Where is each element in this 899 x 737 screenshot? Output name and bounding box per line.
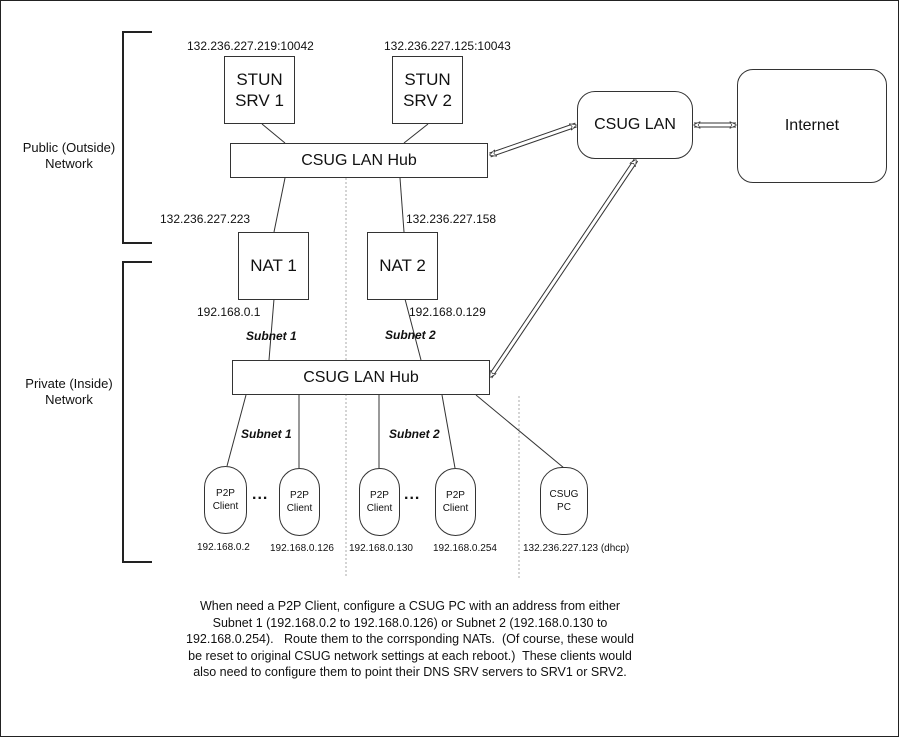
public-lan-hub: CSUG LAN Hub <box>230 143 488 178</box>
nat2-subnet-label: Subnet 2 <box>385 328 436 342</box>
client-ip: 192.168.0.126 <box>270 543 334 554</box>
private-network-label: Private (Inside) Network <box>14 376 124 408</box>
client-subnet2-label: Subnet 2 <box>389 427 440 441</box>
client-line1: P2P <box>370 490 389 501</box>
client-line2: Client <box>366 503 393 514</box>
internet-node: Internet <box>737 69 887 183</box>
stun2-line2: SRV 2 <box>403 91 452 110</box>
client-ip: 192.168.0.130 <box>349 543 413 554</box>
public-bracket <box>122 31 152 244</box>
link-hub-nat2 <box>399 177 405 233</box>
stun1-address: 132.236.227.219:10042 <box>187 39 314 53</box>
note-line: be reset to original CSUG network settin… <box>188 648 632 663</box>
note-line: 192.168.0.254). Route them to the corrsp… <box>186 632 634 646</box>
public-label-line1: Public (Outside) <box>22 140 116 155</box>
nat1-private-ip: 192.168.0.1 <box>197 305 261 319</box>
public-network-label: Public (Outside) Network <box>14 140 124 172</box>
link-hub-client4 <box>441 394 456 469</box>
csug-pc: CSUG PC <box>540 467 588 535</box>
ellipsis: ... <box>404 486 421 503</box>
client-ip: 192.168.0.254 <box>433 543 497 554</box>
p2p-client: P2P Client <box>279 468 320 536</box>
double-arrow-privatehub-csuglan <box>487 158 639 379</box>
stun2-address: 132.236.227.125:10043 <box>384 39 511 53</box>
link-nat2-hub <box>404 298 422 361</box>
client-line2: Client <box>286 503 313 514</box>
stun-server-2: STUN SRV 2 <box>392 56 463 124</box>
client-line1: P2P <box>446 490 465 501</box>
nat2-private-ip: 192.168.0.129 <box>409 305 486 319</box>
link-stun1-hub <box>261 123 286 144</box>
p2p-client: P2P Client <box>204 466 247 534</box>
note-line: When need a P2P Client, configure a CSUG… <box>199 599 621 613</box>
stun-server-1: STUN SRV 1 <box>224 56 295 124</box>
csug-pc-line2: PC <box>557 502 571 513</box>
nat-2: NAT 2 <box>367 232 438 300</box>
link-stun2-hub <box>403 123 429 144</box>
link-hub-nat1 <box>273 177 286 233</box>
nat-1: NAT 1 <box>238 232 309 300</box>
csug-lan-node: CSUG LAN <box>577 91 693 159</box>
private-label-line1: Private (Inside) <box>25 376 113 391</box>
client-ip: 192.168.0.2 <box>197 542 250 553</box>
csug-pc-ip: 132.236.227.123 (dhcp) <box>523 543 630 554</box>
note-line: also need to configure them to point the… <box>193 665 627 679</box>
public-label-line2: Network <box>45 156 93 171</box>
csug-pc-line1: CSUG <box>549 489 579 500</box>
stun1-line2: SRV 1 <box>235 91 284 110</box>
stun1-line1: STUN <box>236 70 283 89</box>
p2p-client: P2P Client <box>435 468 476 536</box>
private-lan-hub: CSUG LAN Hub <box>232 360 490 395</box>
note-line: Subnet 1 (192.168.0.2 to 192.168.0.126) … <box>212 615 608 630</box>
instructions-note: When need a P2P Client, configure a CSUG… <box>140 598 680 681</box>
client-line2: Client <box>212 501 239 512</box>
nat1-subnet-label: Subnet 1 <box>246 329 297 343</box>
private-label-line2: Network <box>45 392 93 407</box>
link-hub-csugpc <box>475 394 565 469</box>
private-bracket <box>122 261 152 563</box>
link-hub-client1 <box>226 394 247 467</box>
stun2-line1: STUN <box>404 70 451 89</box>
nat2-public-ip: 132.236.227.158 <box>406 212 497 226</box>
link-nat1-hub <box>268 298 275 361</box>
p2p-client: P2P Client <box>359 468 400 536</box>
nat1-public-ip: 132.236.227.223 <box>160 212 251 226</box>
double-arrow-hub-csuglan <box>490 122 576 158</box>
client-line1: P2P <box>290 490 309 501</box>
client-line2: Client <box>442 503 469 514</box>
client-line1: P2P <box>216 488 235 499</box>
ellipsis: ... <box>252 486 269 503</box>
client-subnet1-label: Subnet 1 <box>241 427 292 441</box>
